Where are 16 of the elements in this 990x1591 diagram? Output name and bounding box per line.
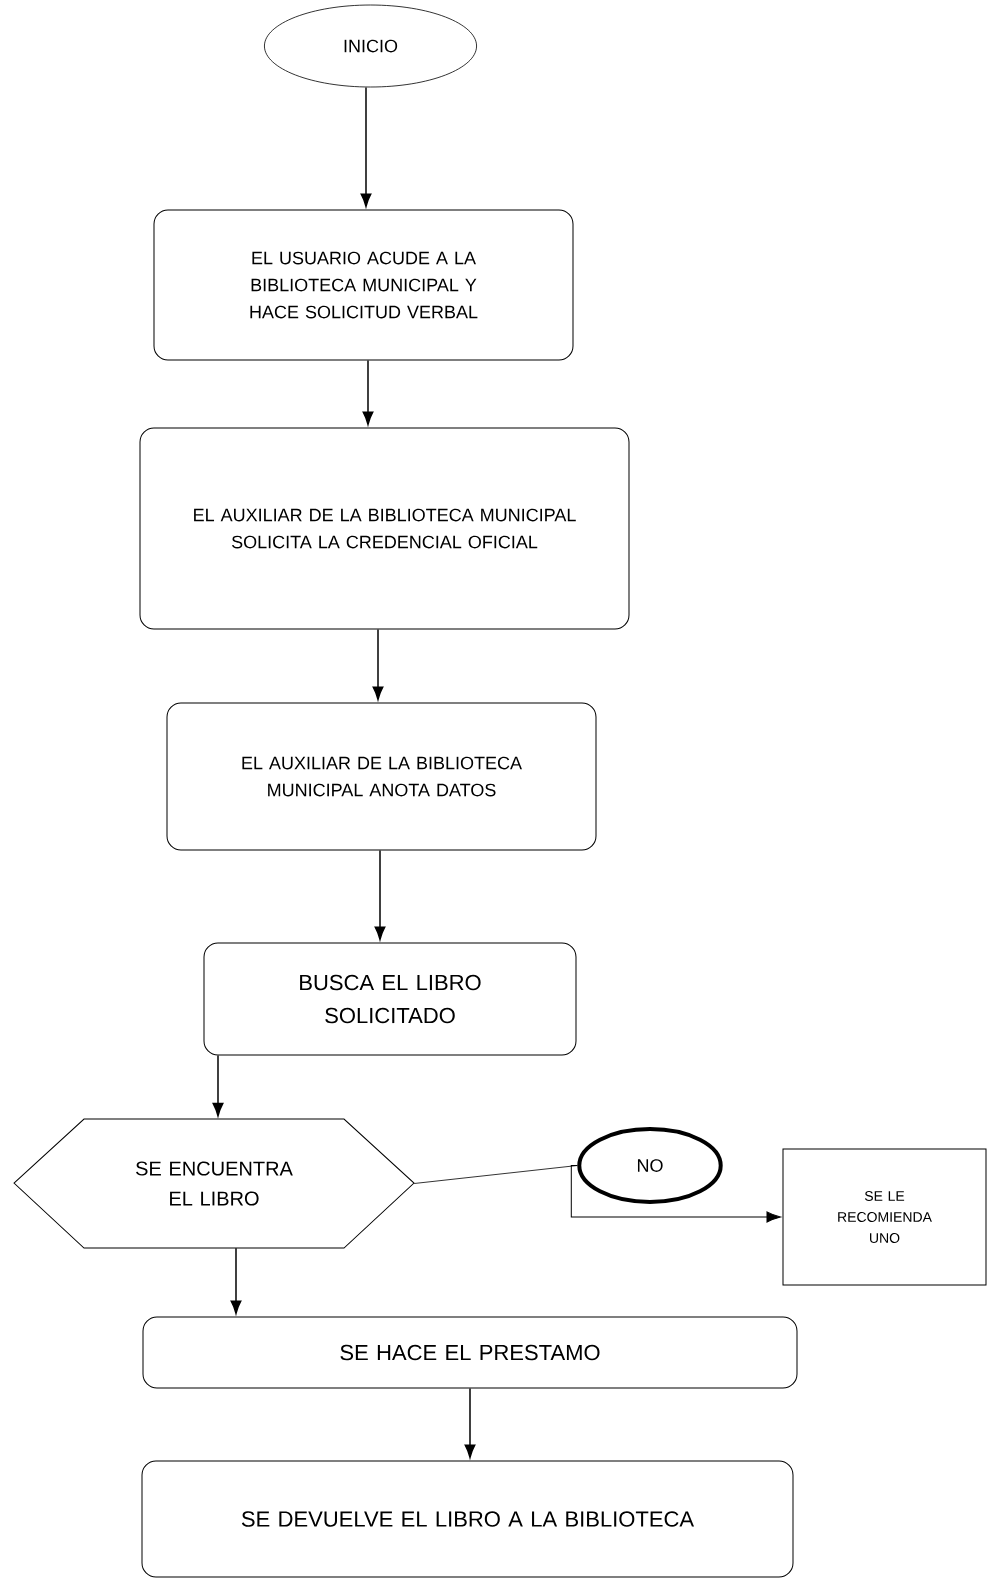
arrow <box>374 849 386 941</box>
process-box: EL AUXILIAR DE LA BIBLIOTECA MUNICIPAL SOLICITA LA CREDENCIAL OFICIAL <box>139 427 630 630</box>
arrow <box>230 1247 242 1315</box>
arrow <box>570 1165 781 1223</box>
arrow <box>464 1387 476 1459</box>
process-box: SE HACE EL PRESTAMO <box>142 1316 798 1389</box>
process-box: EL USUARIO ACUDE A LA BIBLIOTECA MUNICIPAL Y HACE SOLICITUD VERBAL <box>153 209 574 361</box>
process-box: SE DEVUELVE EL LIBRO A LA BIBLIOTECA <box>141 1460 794 1578</box>
arrow <box>360 86 372 208</box>
process-box: SE LE RECOMIENDA UNO <box>782 1148 987 1286</box>
decision-hexagon: SE ENCUENTRA EL LIBRO <box>13 1118 415 1249</box>
process-box: BUSCA EL LIBRO SOLICITADO <box>203 942 577 1056</box>
arrow <box>212 1054 224 1117</box>
arrow <box>362 359 374 426</box>
arrow <box>372 628 384 701</box>
process-box: EL AUXILIAR DE LA BIBLIOTECA MUNICIPAL ANOTA DATOS <box>166 702 597 851</box>
